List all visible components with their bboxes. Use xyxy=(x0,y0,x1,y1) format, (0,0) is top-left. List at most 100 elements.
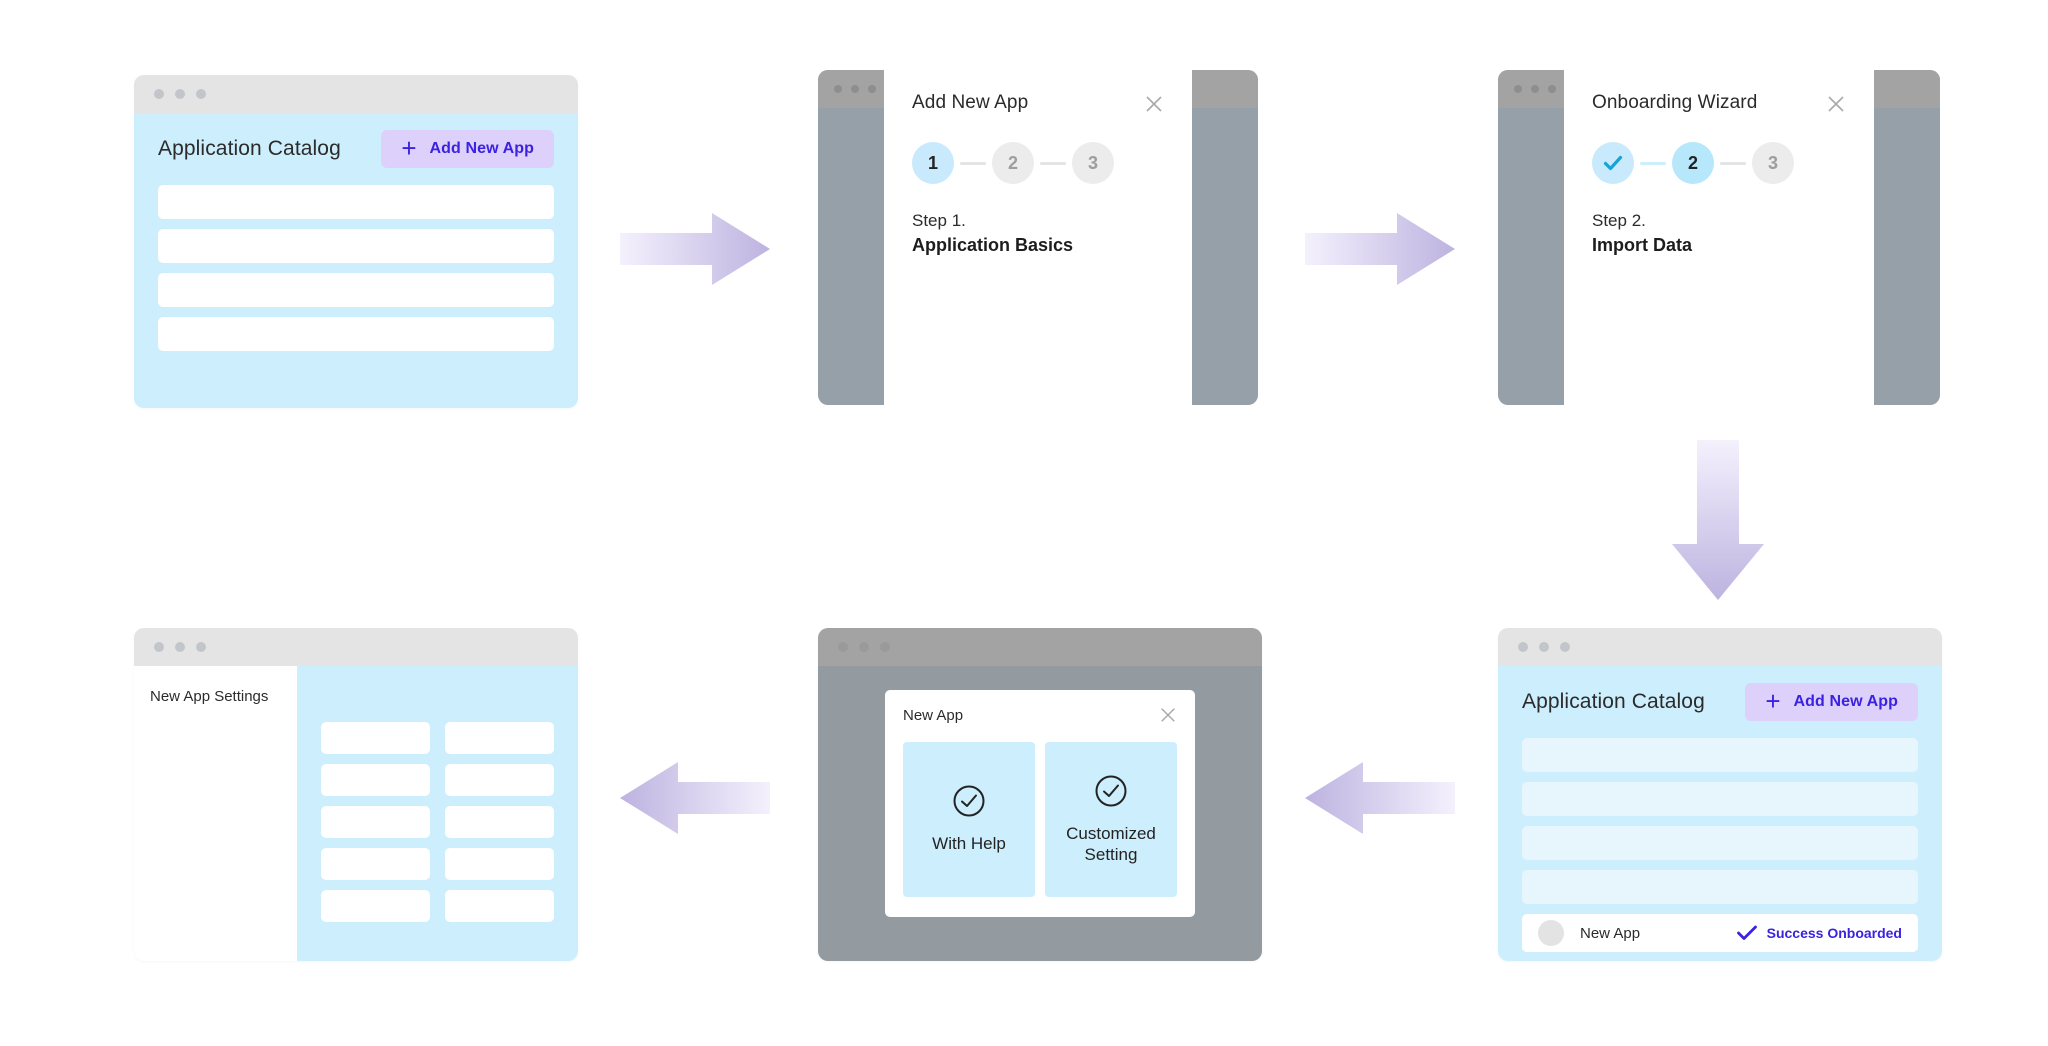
option-customized-setting[interactable]: Customized Setting xyxy=(1045,742,1177,897)
app-list xyxy=(158,185,554,351)
titlebar xyxy=(134,75,578,113)
window-dot-maximize-icon[interactable] xyxy=(1560,642,1570,652)
settings-card[interactable] xyxy=(445,848,554,880)
wizard-step-3[interactable]: 3 xyxy=(1752,142,1794,184)
wizard-stepper: 1 2 3 xyxy=(912,142,1164,184)
settings-card[interactable] xyxy=(321,722,430,754)
modal-title: Onboarding Wizard xyxy=(1592,92,1758,113)
window-dot-maximize-icon[interactable] xyxy=(880,642,890,652)
settings-card[interactable] xyxy=(321,890,430,922)
check-icon xyxy=(1603,155,1623,171)
settings-card[interactable] xyxy=(445,764,554,796)
window-dot-minimize-icon[interactable] xyxy=(175,642,185,652)
window-chrome-left xyxy=(1498,70,1564,405)
add-new-app-button[interactable]: + Add New App xyxy=(381,130,554,168)
window-new-app-choice: New App With Help xyxy=(818,628,1262,961)
list-item[interactable] xyxy=(158,185,554,219)
window-overlay-backdrop: New App With Help xyxy=(818,666,1262,961)
window-dot-close-icon[interactable] xyxy=(1514,85,1522,93)
window-dot-minimize-icon[interactable] xyxy=(175,89,185,99)
wizard-step-2[interactable]: 2 xyxy=(1672,142,1714,184)
window-dot-maximize-icon[interactable] xyxy=(868,85,876,93)
window-dot-minimize-icon[interactable] xyxy=(1531,85,1539,93)
list-item[interactable] xyxy=(158,317,554,351)
window-new-app-settings: New App Settings xyxy=(134,628,578,961)
onboarded-app-name: New App xyxy=(1580,924,1641,942)
wizard-modal: Add New App 1 2 3 Step 1. Application Ba… xyxy=(884,70,1192,405)
settings-card[interactable] xyxy=(445,722,554,754)
close-icon[interactable] xyxy=(1159,706,1177,724)
option-with-help[interactable]: With Help xyxy=(903,742,1035,897)
wizard-modal: Onboarding Wizard 2 3 Step 2. Import Dat xyxy=(1564,70,1874,405)
window-dot-close-icon[interactable] xyxy=(154,642,164,652)
window-application-catalog-start: Application Catalog + Add New App xyxy=(134,75,578,408)
catalog-body: Application Catalog + Add New App xyxy=(134,113,578,408)
window-dot-maximize-icon[interactable] xyxy=(196,642,206,652)
list-item[interactable] xyxy=(158,229,554,263)
avatar xyxy=(1538,920,1564,946)
settings-card[interactable] xyxy=(445,890,554,922)
settings-sidebar-title: New App Settings xyxy=(150,688,269,705)
modal-title: New App xyxy=(903,706,964,724)
window-chrome-right xyxy=(1874,70,1940,405)
modal-title: Add New App xyxy=(912,92,1029,113)
titlebar-right xyxy=(1192,70,1258,108)
arrow-result-to-choice xyxy=(1305,762,1455,834)
check-icon xyxy=(1736,925,1757,940)
list-item[interactable] xyxy=(1522,870,1918,904)
list-item[interactable] xyxy=(1522,738,1918,772)
titlebar xyxy=(134,628,578,666)
list-item[interactable] xyxy=(1522,826,1918,860)
window-wizard-step1: Add New App 1 2 3 Step 1. Application Ba… xyxy=(818,70,1258,405)
step-kicker: Step 1. xyxy=(912,211,966,230)
window-dot-close-icon[interactable] xyxy=(154,89,164,99)
titlebar xyxy=(1498,628,1942,666)
wizard-step-3[interactable]: 3 xyxy=(1072,142,1114,184)
onboarding-mode-options: With Help Customized Setting xyxy=(903,742,1177,897)
wizard-step-1[interactable]: 1 xyxy=(912,142,954,184)
window-dot-close-icon[interactable] xyxy=(834,85,842,93)
arrow-wizard1-to-wizard2 xyxy=(1305,213,1455,285)
titlebar xyxy=(1498,70,1564,108)
catalog-header: Application Catalog + Add New App xyxy=(1522,666,1918,738)
list-item[interactable] xyxy=(1522,782,1918,816)
arrow-choice-to-settings xyxy=(620,762,770,834)
list-item[interactable] xyxy=(158,273,554,307)
step-caption: Step 1. Application Basics xyxy=(912,210,1164,257)
settings-card[interactable] xyxy=(445,806,554,838)
settings-sidebar: New App Settings xyxy=(134,666,297,961)
new-app-modal: New App With Help xyxy=(885,690,1195,917)
window-dot-minimize-icon[interactable] xyxy=(859,642,869,652)
settings-card[interactable] xyxy=(321,848,430,880)
plus-icon: + xyxy=(401,133,417,163)
status-badge: Success Onboarded xyxy=(1736,925,1902,941)
window-dot-maximize-icon[interactable] xyxy=(1548,85,1556,93)
onboarded-app-row[interactable]: New App Success Onboarded xyxy=(1522,914,1918,952)
settings-card[interactable] xyxy=(321,806,430,838)
window-dot-minimize-icon[interactable] xyxy=(851,85,859,93)
window-dot-close-icon[interactable] xyxy=(1518,642,1528,652)
step-caption: Step 2. Import Data xyxy=(1592,210,1846,257)
titlebar xyxy=(818,628,1262,666)
titlebar xyxy=(818,70,884,108)
modal-header: Add New App xyxy=(912,92,1164,114)
step-name: Import Data xyxy=(1592,234,1693,255)
plus-icon: + xyxy=(1765,686,1781,716)
app-list: New App Success Onboarded xyxy=(1522,738,1918,952)
option-label: Customized Setting xyxy=(1066,824,1156,864)
arrow-catalog-to-wizard1 xyxy=(620,213,770,285)
add-new-app-button[interactable]: + Add New App xyxy=(1745,683,1918,721)
modal-header: Onboarding Wizard xyxy=(1592,92,1846,114)
close-icon[interactable] xyxy=(1144,94,1164,114)
wizard-stepper: 2 3 xyxy=(1592,142,1846,184)
window-dot-minimize-icon[interactable] xyxy=(1539,642,1549,652)
window-chrome-left xyxy=(818,70,884,405)
wizard-step-2[interactable]: 2 xyxy=(992,142,1034,184)
settings-card[interactable] xyxy=(321,764,430,796)
settings-body: New App Settings xyxy=(134,666,578,961)
wizard-step-1-completed[interactable] xyxy=(1592,142,1634,184)
close-icon[interactable] xyxy=(1826,94,1846,114)
window-dot-close-icon[interactable] xyxy=(838,642,848,652)
window-dot-maximize-icon[interactable] xyxy=(196,89,206,99)
